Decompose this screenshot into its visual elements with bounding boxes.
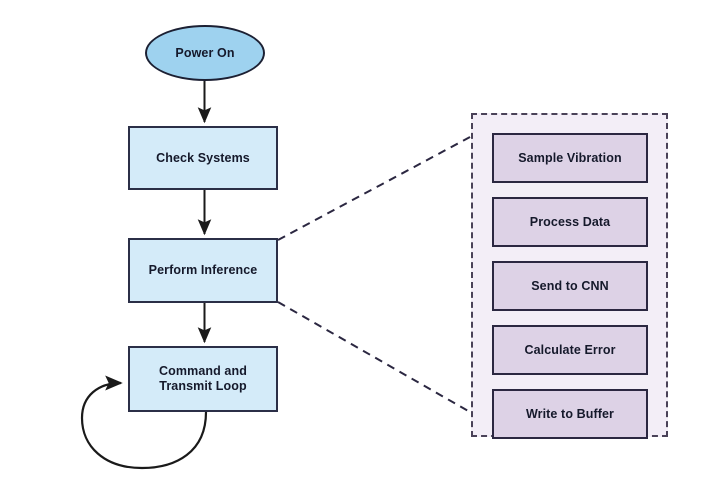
node-perform-inference-label: Perform Inference — [148, 263, 258, 278]
connector-expand-top-dashed — [277, 136, 471, 241]
node-calculate-error[interactable]: Calculate Error — [492, 325, 648, 375]
node-command-transmit-loop-label: Command and Transmit Loop — [159, 364, 247, 393]
node-process-data-label: Process Data — [529, 215, 611, 229]
node-send-to-cnn-label: Send to CNN — [531, 279, 609, 293]
connector-command-loop-self-loop — [80, 375, 208, 470]
node-sample-vibration-label: Sample Vibration — [518, 151, 622, 165]
node-sample-vibration[interactable]: Sample Vibration — [492, 133, 648, 183]
node-command-transmit-loop[interactable]: Command and Transmit Loop — [128, 346, 278, 412]
node-power-on[interactable]: Power On — [145, 25, 265, 81]
node-write-to-buffer[interactable]: Write to Buffer — [492, 389, 648, 439]
node-check-systems[interactable]: Check Systems — [128, 126, 278, 190]
node-process-data[interactable]: Process Data — [492, 197, 648, 247]
connector-expand-bottom-dashed — [277, 301, 471, 413]
node-send-to-cnn[interactable]: Send to CNN — [492, 261, 648, 311]
node-check-systems-label: Check Systems — [156, 150, 250, 165]
node-write-to-buffer-label: Write to Buffer — [525, 407, 615, 421]
node-calculate-error-label: Calculate Error — [524, 343, 616, 357]
node-perform-inference[interactable]: Perform Inference — [128, 238, 278, 303]
node-power-on-label: Power On — [175, 45, 235, 60]
